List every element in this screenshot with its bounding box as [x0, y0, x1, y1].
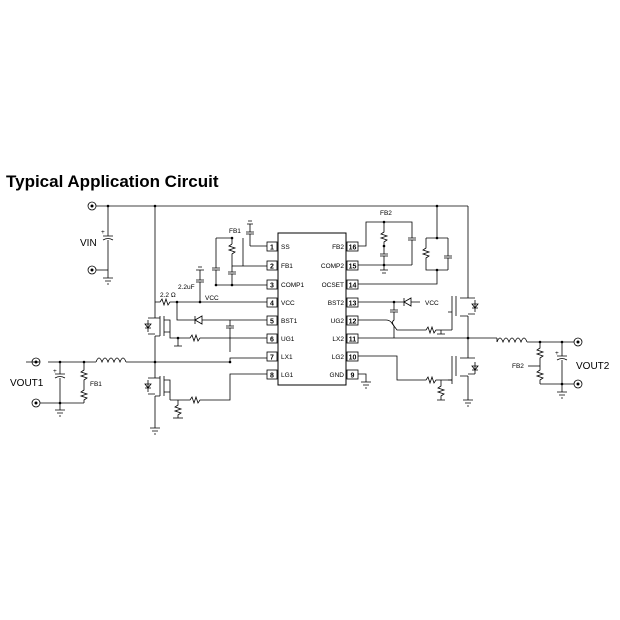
pin-label-comp1: COMP1	[281, 282, 305, 289]
vout2-label: VOUT2	[576, 361, 610, 372]
pin-number: 13	[349, 301, 357, 308]
pin-label-lg2: LG2	[332, 354, 345, 361]
pin-number: 10	[349, 355, 357, 362]
res-22-label: 2.2 Ω	[160, 292, 176, 299]
pin-label-ocset: OCSET	[322, 282, 344, 289]
pin-label-ss: SS	[281, 244, 290, 251]
vcc-right-label: VCC	[425, 300, 439, 307]
pin-number: 4	[270, 301, 274, 308]
pin-label-comp2: COMP2	[321, 263, 345, 270]
pin-number: 14	[349, 283, 357, 290]
pin-label-ug1: UG1	[281, 336, 295, 343]
high-side-mosfet-2	[448, 206, 479, 338]
lx2-inductor-section: VOUT2 FB2 +	[358, 336, 610, 399]
pin-number: 15	[349, 264, 357, 271]
fb1-compensation-network: FB1 2.2uF 2.2 Ω VCC	[155, 220, 267, 307]
pin-label-lx2: LX2	[332, 336, 344, 343]
fb2-output-label: FB2	[512, 363, 524, 370]
pin-label-lg1: LG1	[281, 372, 294, 379]
pin-number: 3	[270, 283, 274, 290]
pin-number: 9	[351, 373, 355, 380]
vin-label: VIN	[80, 238, 97, 249]
ic-left-pins: 1 SS 2 FB1 3 COMP1 4 VCC 5 BST1 6 UG1 7 …	[266, 241, 305, 380]
lx1-inductor-section: VOUT1 + FB1	[10, 357, 267, 417]
ic-body	[277, 232, 347, 386]
pin-number: 2	[270, 264, 274, 271]
pin-label-lx1: LX1	[281, 354, 293, 361]
cap-22uf-label: 2.2uF	[178, 284, 195, 291]
vcc-left-label: VCC	[205, 295, 219, 302]
fb1-output-label: FB1	[90, 381, 102, 388]
pin-label-bst1: BST1	[281, 318, 298, 325]
pin-number: 5	[270, 319, 274, 326]
low-side-mosfet-1	[144, 362, 267, 435]
svg-text:+: +	[101, 229, 105, 236]
pin-label-vcc: VCC	[281, 300, 295, 307]
fb1-top-label: FB1	[229, 228, 241, 235]
pin-number: 6	[270, 337, 274, 344]
ic-right-pins: 16 FB2 15 COMP2 14 OCSET 13 BST2 12 UG2 …	[321, 241, 359, 380]
pin-number: 16	[349, 245, 357, 252]
vout1-label: VOUT1	[10, 378, 44, 389]
vin-section: VIN +	[80, 201, 468, 285]
fb2-top-label: FB2	[380, 210, 392, 217]
low-side-mosfet-2	[358, 338, 479, 407]
bst1-ug1-network	[176, 302, 267, 352]
fb2-compensation-network: FB2	[358, 206, 452, 285]
pin-label-ug2: UG2	[331, 318, 345, 325]
high-side-mosfet-1	[144, 206, 182, 362]
pin-label-bst2: BST2	[328, 300, 345, 307]
pin-label-gnd: GND	[330, 372, 345, 379]
svg-text:+: +	[555, 350, 559, 357]
pin-number: 11	[349, 337, 357, 344]
gnd-pin-connection	[358, 373, 371, 389]
page-title: Typical Application Circuit	[6, 172, 219, 191]
pin-number: 8	[270, 373, 274, 380]
pin-number: 12	[349, 319, 357, 326]
pin-number: 7	[270, 355, 274, 362]
pin-label-fb1: FB1	[281, 263, 293, 270]
svg-text:+: +	[53, 368, 57, 375]
pin-label-fb2: FB2	[332, 244, 344, 251]
bst2-ug2-network: VCC	[358, 297, 452, 338]
pin-number: 1	[270, 245, 274, 252]
